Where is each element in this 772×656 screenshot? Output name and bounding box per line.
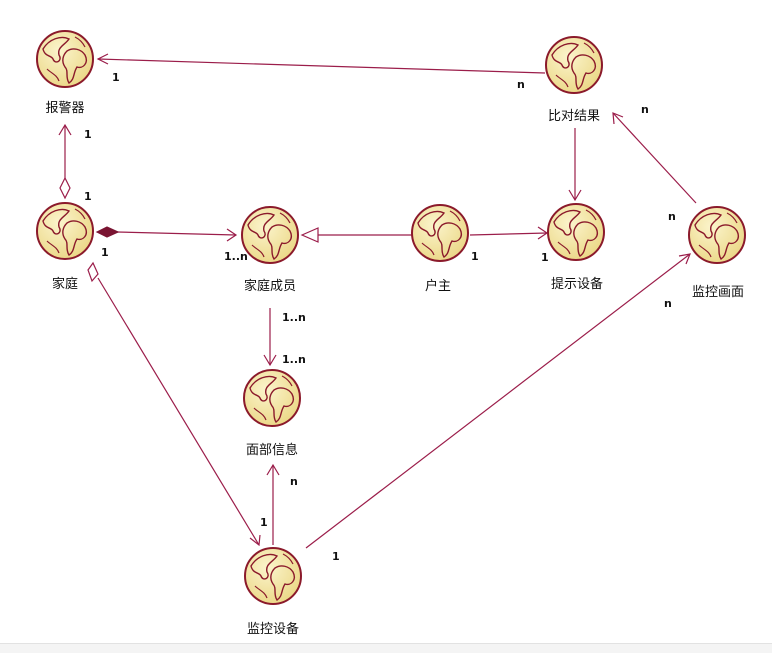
arrowhead-prompt-from-owner — [537, 226, 549, 240]
node-label: 监控设备 — [247, 621, 299, 637]
node-label: 报警器 — [45, 100, 84, 116]
mult-screen-compare-dst: n — [641, 103, 649, 116]
screen-globe-icon — [688, 206, 746, 264]
mult-compare-alarm-dst: 1 — [112, 71, 120, 84]
generalization-triangle — [300, 227, 319, 243]
edge-home-member — [116, 231, 237, 236]
edge-home-monitor — [97, 277, 260, 546]
multiplicities: 1 n 1 1 1 1..n 1 1 1..n 1..n n 1 1 n n n — [84, 71, 676, 563]
arrowhead-alarm — [96, 53, 109, 65]
mult-member-face-src: 1..n — [282, 311, 306, 324]
mult-monitor-face-src: 1 — [260, 516, 268, 529]
node-member[interactable]: 家庭成员 — [241, 206, 299, 294]
arrowhead-alarm-from-home — [58, 123, 72, 136]
mult-monitor-face-dst: n — [290, 475, 298, 488]
mult-monitor-screen-dst: n — [664, 297, 672, 310]
node-owner[interactable]: 户主 — [411, 204, 469, 294]
arrowhead-member — [226, 228, 238, 242]
monitor-globe-icon — [244, 547, 302, 605]
aggregation-diamond-home-monitor — [87, 261, 99, 283]
mult-compare-alarm-src: n — [517, 78, 525, 91]
node-label: 户主 — [425, 278, 451, 294]
member-globe-icon — [241, 206, 299, 264]
node-label: 监控画面 — [692, 285, 744, 300]
mult-owner-prompt-dst: 1 — [541, 251, 549, 264]
prompt-globe-icon — [547, 203, 605, 261]
mult-member-face-dst: 1..n — [282, 353, 306, 366]
node-compare[interactable]: 比对结果 — [545, 36, 603, 124]
node-label: 提示设备 — [551, 276, 603, 292]
node-label: 家庭成员 — [244, 278, 296, 294]
owner-globe-icon — [411, 204, 469, 262]
edge-owner-prompt — [469, 232, 548, 236]
arrowhead-monitor — [249, 534, 261, 547]
node-screen[interactable]: 监控画面 — [688, 206, 746, 300]
aggregation-diamond-home-alarm — [59, 176, 71, 200]
bottom-border-band — [0, 643, 772, 653]
mult-home-member-src: 1 — [101, 246, 109, 259]
node-label: 比对结果 — [548, 109, 600, 124]
arrowhead-face-from-monitor — [266, 463, 280, 476]
arrowhead-face-from-member — [263, 354, 277, 367]
arrowhead-compare — [612, 112, 624, 125]
node-monitor[interactable]: 监控设备 — [244, 547, 302, 637]
mult-owner-prompt-src: 1 — [471, 250, 479, 263]
mult-screen-compare-src: n — [668, 210, 676, 223]
node-prompt[interactable]: 提示设备 — [547, 203, 605, 292]
edge-compare-alarm — [97, 58, 546, 74]
mult-home-alarm-bottom: 1 — [84, 190, 92, 203]
edge-screen-compare — [612, 112, 697, 204]
compare-globe-icon — [545, 36, 603, 94]
node-face[interactable]: 面部信息 — [243, 369, 301, 458]
alarm-globe-icon — [36, 30, 94, 88]
edges — [58, 53, 697, 549]
edge-monitor-screen — [305, 253, 691, 549]
node-label: 家庭 — [52, 276, 78, 292]
node-label: 面部信息 — [246, 442, 298, 458]
mult-monitor-screen-src: 1 — [332, 550, 340, 563]
arrowhead-screen — [678, 253, 691, 265]
mult-home-member-dst: 1..n — [224, 250, 248, 263]
arrowhead-prompt-from-compare — [568, 189, 582, 202]
face-globe-icon — [243, 369, 301, 427]
node-alarm[interactable]: 报警器 — [36, 30, 94, 116]
composition-diamond — [95, 226, 120, 238]
mult-home-alarm-top: 1 — [84, 128, 92, 141]
home-globe-icon — [36, 202, 94, 260]
node-home[interactable]: 家庭 — [36, 202, 94, 292]
